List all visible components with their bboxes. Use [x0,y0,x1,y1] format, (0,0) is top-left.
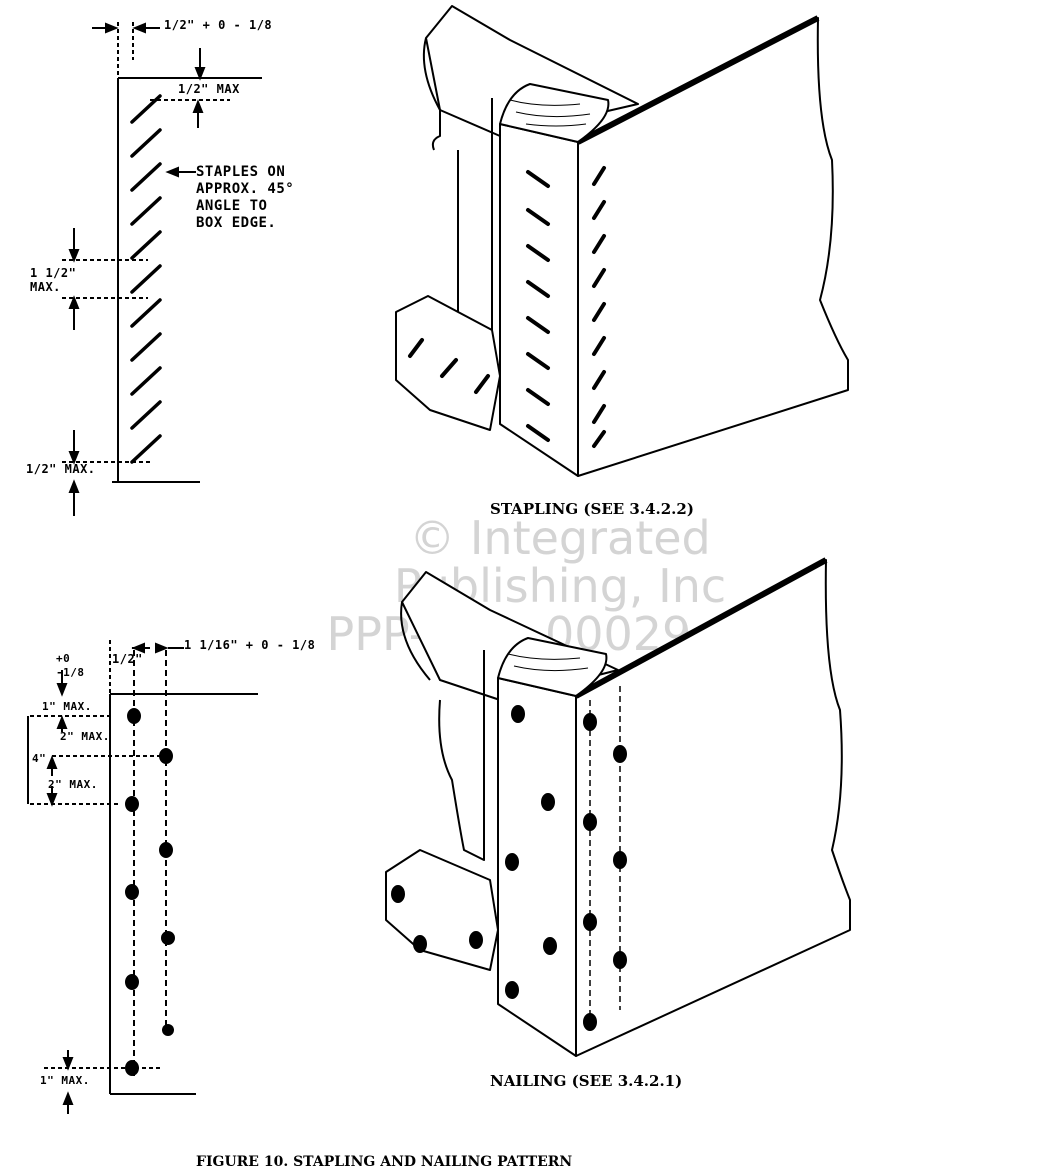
stapling-side-staples [594,168,604,446]
nailing-caption: NAILING (SEE 3.4.2.1) [490,1072,683,1090]
stapling-box-illustration [380,0,880,500]
stapling-cleat-staples [410,340,488,392]
nail-dots [125,708,175,1076]
staple-edge-dimension-label: 1/2" + 0 - 1/8 [164,18,273,32]
figure-caption: FIGURE 10. STAPLING AND NAILING PATTERN [196,1154,573,1170]
nail-bottom-margin-label: 1" MAX. [40,1074,90,1087]
nailing-nail-heads [391,705,627,1031]
nailing-box-illustration [380,550,880,1070]
staple-marks [132,96,160,462]
staple-callout: STAPLES ON APPROX. 45° ANGLE TO BOX EDGE… [196,164,294,232]
nail-spacing-total-label: 4" [32,752,47,765]
staple-spacing-label: 1 1/2" MAX. [30,266,77,294]
staple-callout-line-1: STAPLES ON [196,164,286,180]
staple-dimension-diagram [0,0,420,540]
nail-right-dimension-label: 1 1/16" + 0 - 1/8 [184,638,316,652]
staple-callout-line-2: APPROX. 45° [196,181,295,197]
nail-spacing-2-label: 2" MAX. [48,778,98,791]
nail-top-margin-label: 1" MAX. [42,700,92,713]
stapling-caption: STAPLING (SEE 3.4.2.2) [490,500,694,518]
stapling-front-staples [528,172,548,440]
nail-spacing-1-label: 2" MAX. [60,730,110,743]
staple-top-margin-label: 1/2" MAX [178,82,240,96]
staple-callout-line-3: ANGLE TO [196,198,268,214]
staple-callout-line-4: BOX EDGE. [196,215,277,231]
nail-left-tolerance-label: +0 -1/8 [56,652,85,679]
watermark-line-1: © Integrated [409,511,711,565]
staple-bottom-margin-label: 1/2" MAX. [26,462,96,476]
nail-dimension-diagram [0,620,300,1120]
nail-row-offset-label: 1/2" [112,652,143,666]
